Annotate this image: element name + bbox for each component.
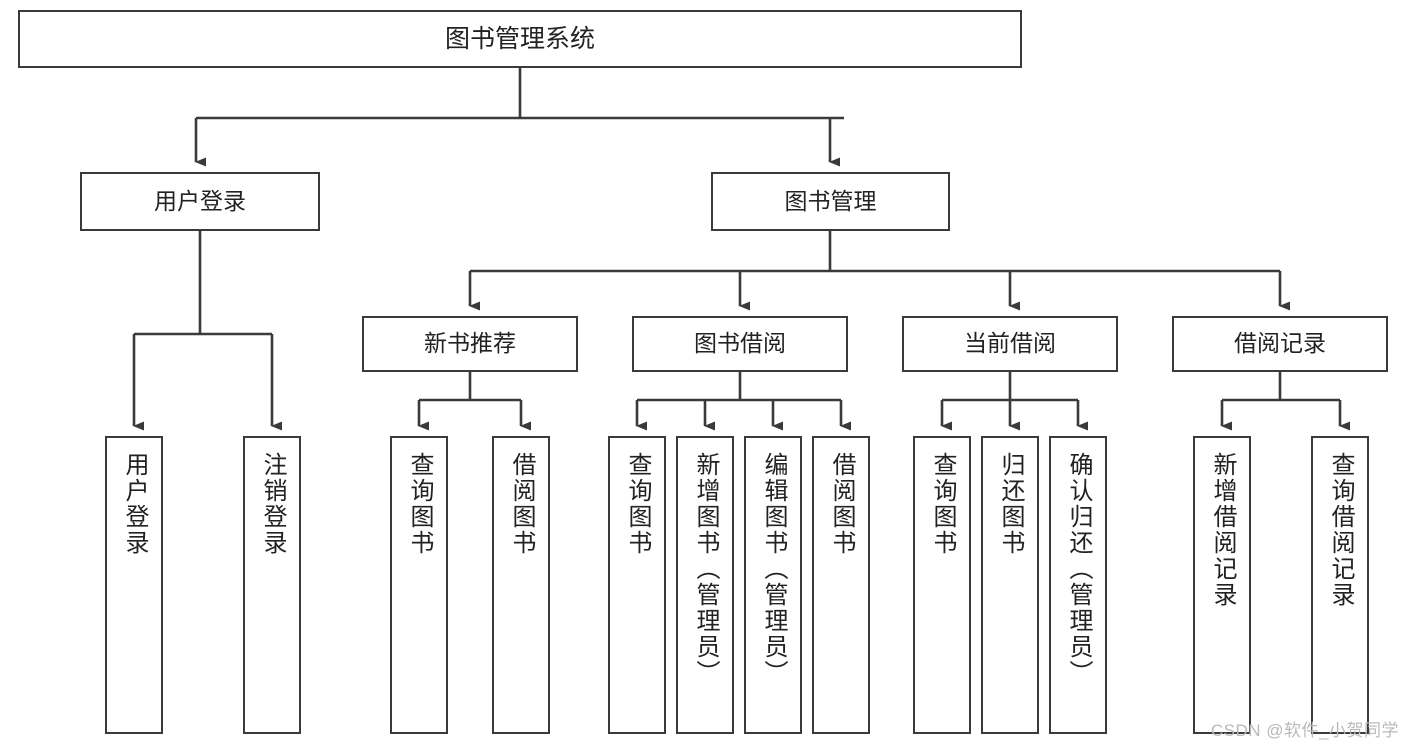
- node-label: 借阅记录: [1234, 330, 1326, 357]
- node-label: 借阅图书: [828, 452, 855, 556]
- node-book-borrow[interactable]: 图书借阅: [632, 316, 848, 372]
- node-label: 图书借阅: [694, 330, 786, 357]
- node-label: 借阅图书: [508, 452, 535, 556]
- node-label: 当前借阅: [964, 330, 1056, 357]
- leaf-current-borrow-query[interactable]: 查询图书: [913, 436, 971, 734]
- node-new-book-recommend[interactable]: 新书推荐: [362, 316, 578, 372]
- watermark-text: CSDN @软件_小贺同学: [1210, 721, 1399, 740]
- node-label: 查询借阅记录: [1327, 452, 1354, 608]
- leaf-current-borrow-confirm-return[interactable]: 确认归还（管理员）: [1049, 436, 1107, 734]
- node-label: 归还图书: [997, 452, 1024, 556]
- leaf-book-borrow-borrow[interactable]: 借阅图书: [812, 436, 870, 734]
- node-label: 用户登录: [121, 452, 148, 556]
- leaf-book-borrow-edit[interactable]: 编辑图书（管理员）: [744, 436, 802, 734]
- node-current-borrow[interactable]: 当前借阅: [902, 316, 1118, 372]
- node-label: 编辑图书（管理员）: [760, 452, 787, 686]
- node-label: 查询图书: [624, 452, 651, 556]
- node-user-login[interactable]: 用户登录: [80, 172, 320, 231]
- node-label: 查询图书: [929, 452, 956, 556]
- node-borrow-record[interactable]: 借阅记录: [1172, 316, 1388, 372]
- node-label: 新增图书（管理员）: [692, 452, 719, 686]
- node-label: 图书管理: [784, 187, 877, 214]
- leaf-borrow-record-query[interactable]: 查询借阅记录: [1311, 436, 1369, 734]
- node-label: 确认归还（管理员）: [1065, 452, 1092, 686]
- node-label: 新增借阅记录: [1209, 452, 1236, 608]
- node-root-system[interactable]: 图书管理系统: [18, 10, 1022, 68]
- leaf-new-book-query[interactable]: 查询图书: [390, 436, 448, 734]
- leaf-borrow-record-add[interactable]: 新增借阅记录: [1193, 436, 1251, 734]
- node-label: 图书管理系统: [444, 25, 595, 53]
- leaf-current-borrow-return[interactable]: 归还图书: [981, 436, 1039, 734]
- leaf-book-borrow-add[interactable]: 新增图书（管理员）: [676, 436, 734, 734]
- node-label: 用户登录: [154, 187, 246, 214]
- leaf-book-borrow-query[interactable]: 查询图书: [608, 436, 666, 734]
- leaf-new-book-borrow[interactable]: 借阅图书: [492, 436, 550, 734]
- node-label: 注销登录: [259, 452, 286, 556]
- node-label: 新书推荐: [424, 330, 516, 357]
- leaf-user-login-logout[interactable]: 注销登录: [243, 436, 301, 734]
- node-label: 查询图书: [406, 452, 433, 556]
- leaf-user-login-login[interactable]: 用户登录: [105, 436, 163, 734]
- node-book-management[interactable]: 图书管理: [711, 172, 950, 231]
